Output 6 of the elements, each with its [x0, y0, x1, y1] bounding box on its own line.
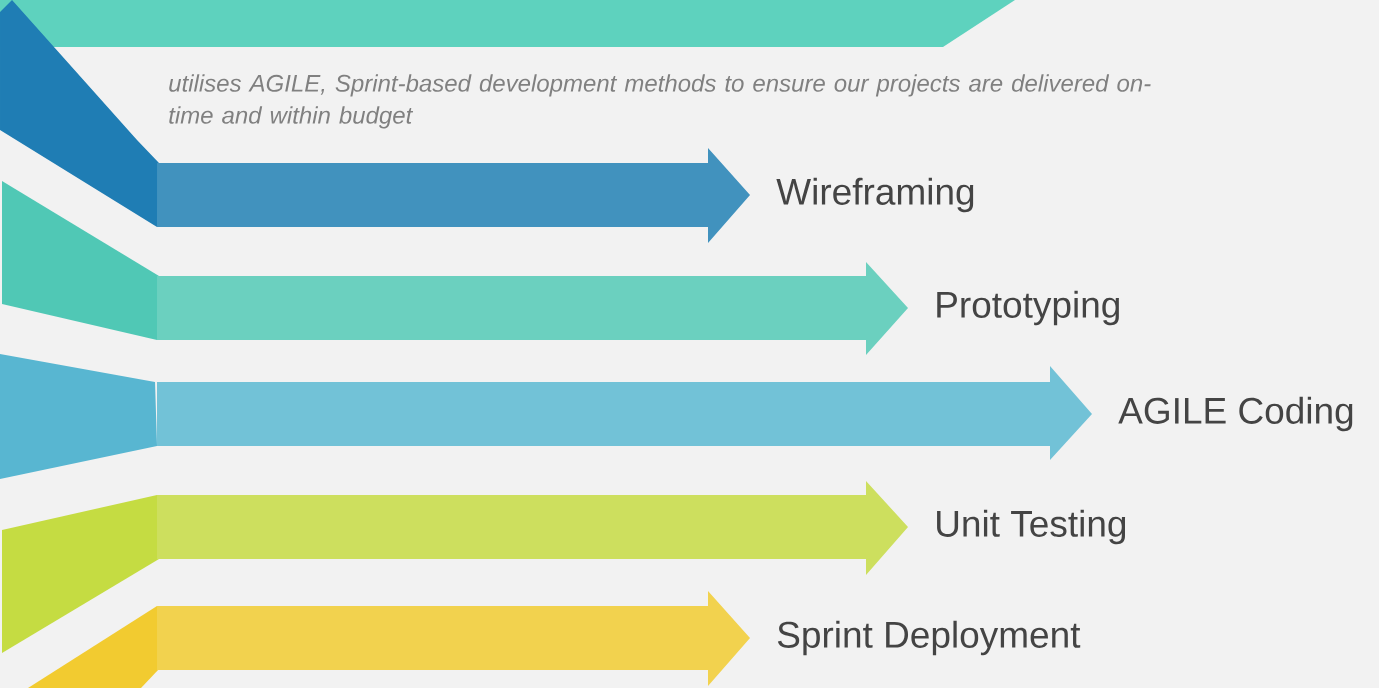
- stage-label: AGILE Coding: [1118, 396, 1353, 432]
- subtitle: utilises AGILE, Sprint-based development methods to ensure our projects are delivered on-time and within budget: [169, 74, 1151, 129]
- stage-label: Wireframing: [776, 177, 974, 213]
- stage-label: Prototyping: [937, 290, 1119, 326]
- stage-label: Sprint Deployment: [777, 620, 1081, 656]
- stage-label: Unit Testing: [937, 509, 1126, 545]
